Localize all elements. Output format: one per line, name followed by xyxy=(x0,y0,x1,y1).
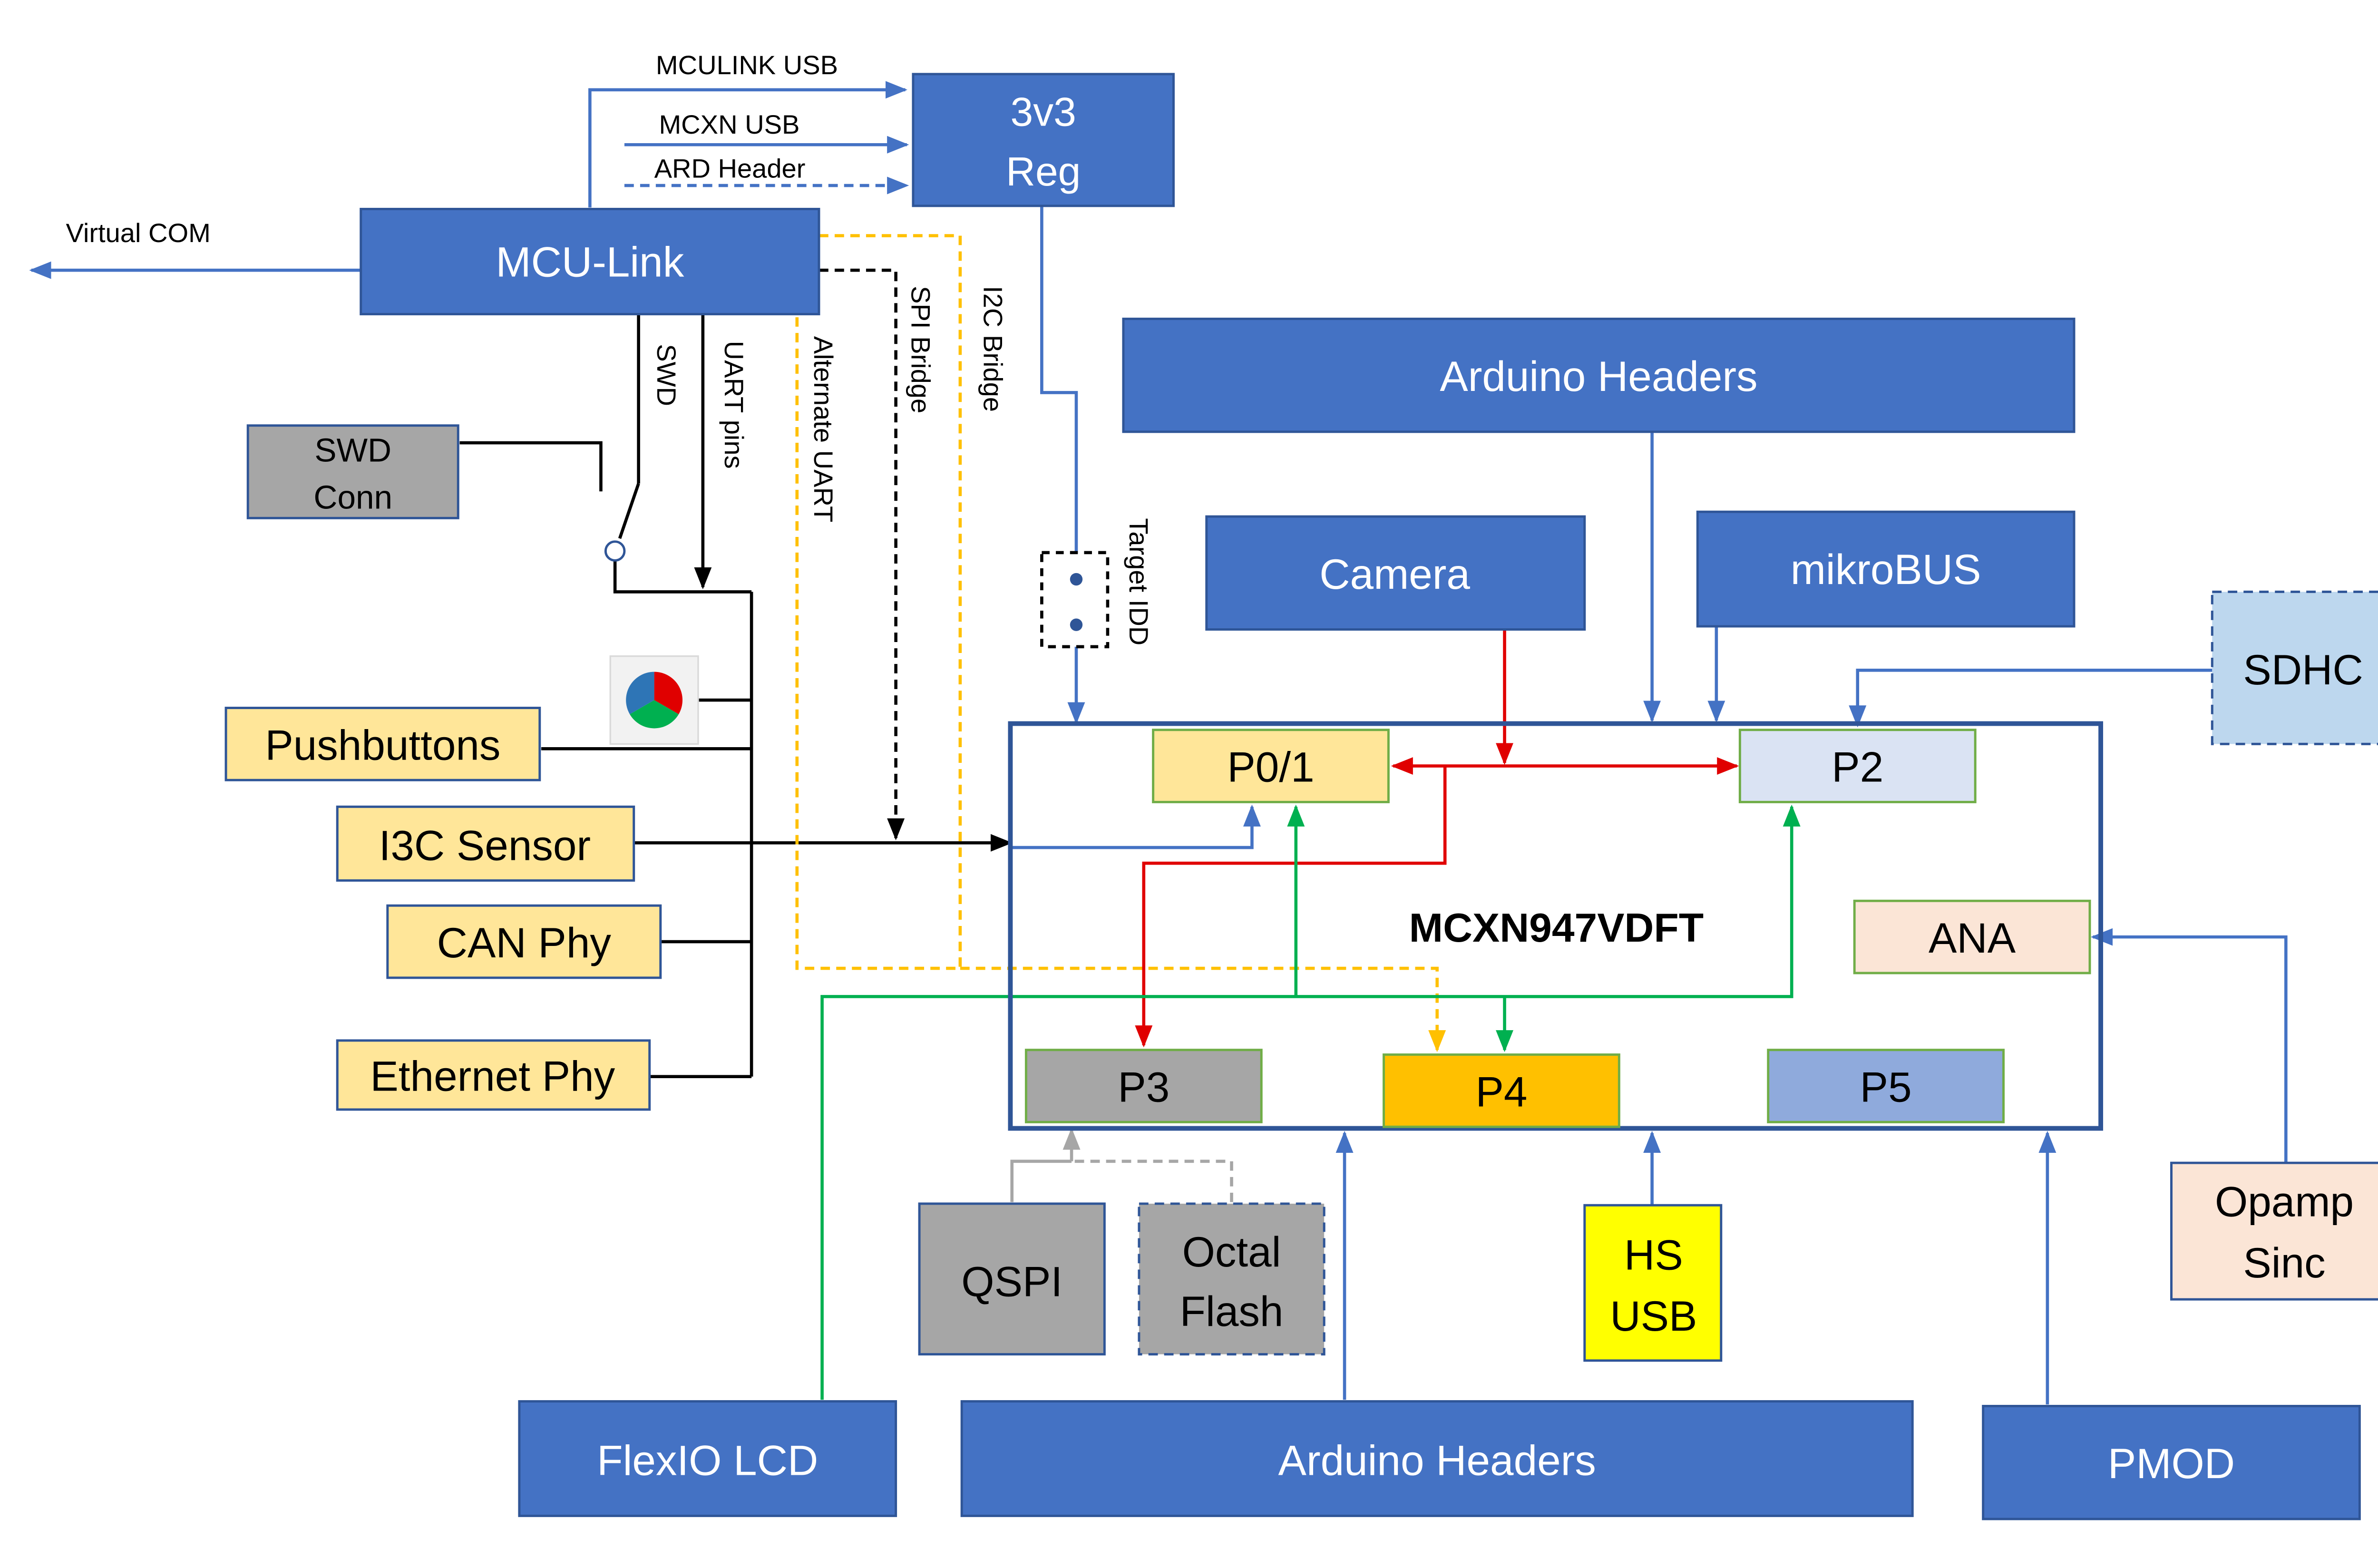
flexio-green-line xyxy=(820,804,1801,1400)
swd-conn-block: SWD Conn xyxy=(246,424,459,519)
sdhc-line xyxy=(1849,669,2212,728)
swd-conn-line xyxy=(459,441,603,492)
i3c-sensor-label: I3C Sensor xyxy=(379,821,591,869)
port-p01-label: P0/1 xyxy=(1227,743,1314,791)
qspi-block: QSPI xyxy=(918,1202,1106,1356)
sdhc-block: SDHC xyxy=(2211,590,2378,745)
hs-usb-block: HS USB xyxy=(1583,1204,1723,1362)
gold-to-p4-line xyxy=(960,966,1446,1052)
hs-usb-label-line2: USB xyxy=(1610,1292,1697,1340)
qspi-line xyxy=(1010,1159,1072,1202)
swd-conn-label-line2: Conn xyxy=(313,479,392,516)
flexio-lcd-label: FlexIO LCD xyxy=(597,1437,818,1484)
connector-lines xyxy=(29,81,2288,1405)
hs-usb-label-line1: HS xyxy=(1624,1231,1683,1278)
port-p2: P2 xyxy=(1738,729,1977,803)
uart-pins-label: UART pins xyxy=(719,341,749,469)
mikrobus-block: mikroBUS xyxy=(1696,510,2076,628)
qspi-label: QSPI xyxy=(961,1258,1062,1305)
alternate-uart-label: Alternate UART xyxy=(809,336,838,523)
can-phy-block: CAN Phy xyxy=(386,904,662,979)
port-ana: ANA xyxy=(1853,899,2091,974)
i3c-to-p01-line xyxy=(1010,804,1261,849)
swd-signal-label: SWD xyxy=(652,344,682,406)
mcxn-usb-label: MCXN USB xyxy=(659,109,799,139)
port-p3: P3 xyxy=(1024,1049,1263,1123)
port-p2-label: P2 xyxy=(1832,743,1883,791)
octal-flash-label-line2: Flash xyxy=(1180,1287,1284,1335)
spi-bridge-label: SPI Bridge xyxy=(906,286,936,413)
ard-header-label: ARD Header xyxy=(654,154,806,184)
port-ana-label: ANA xyxy=(1929,914,2016,962)
pmod-label: PMOD xyxy=(2108,1440,2235,1487)
switch-blade xyxy=(618,483,640,539)
octal-line xyxy=(1072,1159,1233,1202)
opamp-sinc-label-line1: Opamp xyxy=(2215,1178,2354,1225)
i2c-bridge-label: I2C Bridge xyxy=(978,286,1008,412)
sdhc-label: SDHC xyxy=(2243,646,2363,693)
mcu-link-block: MCU-Link xyxy=(360,208,820,315)
mculink-usb-label: MCULINK USB xyxy=(656,50,838,80)
i3c-sensor-block: I3C Sensor xyxy=(336,805,635,882)
camera-label: Camera xyxy=(1319,550,1470,598)
spi-bridge-line xyxy=(819,268,905,840)
arduino-headers-top-label: Arduino Headers xyxy=(1440,352,1757,400)
octal-flash-label-line1: Octal xyxy=(1182,1228,1281,1276)
port-p4-label: P4 xyxy=(1475,1068,1527,1115)
mculink-usb-line xyxy=(588,81,908,208)
opamp-sinc-block: Opamp Sinc xyxy=(2170,1161,2378,1301)
port-p5: P5 xyxy=(1767,1049,2005,1123)
chip-label: MCXN947VDFT xyxy=(1409,905,1704,951)
port-p01: P0/1 xyxy=(1152,729,1390,803)
octal-flash-block: Octal Flash xyxy=(1138,1202,1325,1356)
mcu-chip-block: MCXN947VDFT xyxy=(1008,721,2104,1131)
pushbuttons-block: Pushbuttons xyxy=(224,707,541,781)
signal-labels: MCULINK USB MCXN USB ARD Header Virtual … xyxy=(66,50,1154,646)
i2c-alt-uart-line xyxy=(795,234,962,970)
opamp-sinc-label-line2: Sinc xyxy=(2243,1239,2325,1286)
regulator-block: 3v3 Reg xyxy=(912,73,1175,207)
arduino-headers-bottom-label: Arduino Headers xyxy=(1278,1437,1596,1484)
swd-conn-label-line1: SWD xyxy=(314,432,391,469)
ethernet-phy-block: Ethernet Phy xyxy=(336,1039,651,1111)
switch-to-bus-line xyxy=(613,560,752,594)
camera-block: Camera xyxy=(1205,515,1586,631)
arduino-headers-top-block: Arduino Headers xyxy=(1122,317,2076,433)
can-phy-label: CAN Phy xyxy=(437,919,612,966)
reg-to-chip-line xyxy=(1040,205,1078,553)
arduino-headers-bottom-block: Arduino Headers xyxy=(960,1400,1914,1517)
regulator-label-line1: 3v3 xyxy=(1011,89,1076,135)
pmod-block: PMOD xyxy=(1982,1404,2361,1520)
pushbuttons-label: Pushbuttons xyxy=(265,721,500,769)
switch-icon xyxy=(604,540,626,562)
port-p5-label: P5 xyxy=(1860,1063,1912,1111)
regulator-label-line2: Reg xyxy=(1006,149,1081,195)
flexio-lcd-block: FlexIO LCD xyxy=(518,1400,897,1517)
target-idd-label: Target IDD xyxy=(1124,518,1154,645)
mcu-link-label: MCU-Link xyxy=(496,238,684,285)
mikrobus-label: mikroBUS xyxy=(1791,545,1981,593)
opamp-line xyxy=(2090,928,2288,1163)
jumper-icon xyxy=(1040,551,1110,649)
ethernet-phy-label: Ethernet Phy xyxy=(370,1052,615,1100)
rgb-led-icon xyxy=(609,655,699,745)
virtual-com-label: Virtual COM xyxy=(66,218,211,248)
port-p4: P4 xyxy=(1383,1053,1620,1128)
port-p3-label: P3 xyxy=(1118,1063,1170,1111)
